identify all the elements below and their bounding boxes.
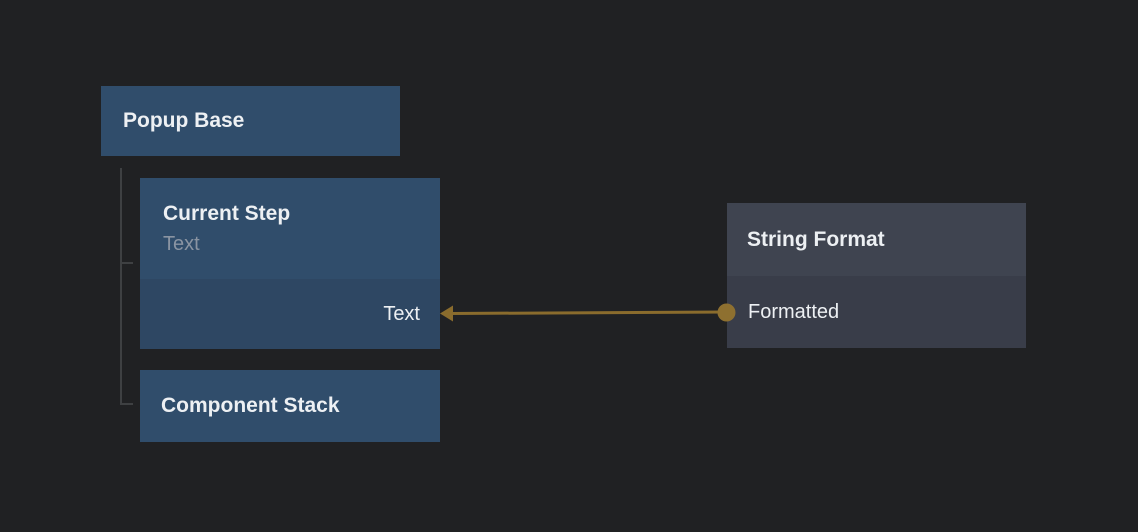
port-row-formatted-output[interactable]: Formatted xyxy=(727,276,1026,348)
node-string-format-header[interactable]: String Format xyxy=(727,203,1026,276)
hierarchy-tick-current-step xyxy=(120,262,133,264)
node-current-step-header[interactable]: Current Step Text xyxy=(140,178,440,279)
port-row-text-input[interactable]: Text xyxy=(140,279,440,349)
hierarchy-line-vertical xyxy=(120,168,122,405)
node-string-format-title: String Format xyxy=(747,227,885,251)
wire-arrowhead-icon xyxy=(440,305,453,322)
node-popup-base-title: Popup Base xyxy=(123,109,245,132)
node-component-stack-title: Component Stack xyxy=(161,394,340,417)
node-current-step-title: Current Step xyxy=(163,201,291,225)
node-current-step[interactable]: Current Step Text Text xyxy=(140,178,440,349)
wire-line[interactable] xyxy=(450,310,728,315)
port-formatted-output-label: Formatted xyxy=(748,300,840,323)
node-component-stack[interactable]: Component Stack xyxy=(140,370,440,442)
port-text-input-label: Text xyxy=(383,302,420,325)
node-popup-base[interactable]: Popup Base xyxy=(101,86,400,156)
node-string-format[interactable]: String Format Formatted xyxy=(727,203,1026,348)
node-current-step-subtitle: Text xyxy=(163,232,200,255)
hierarchy-tick-component-stack xyxy=(120,403,133,405)
